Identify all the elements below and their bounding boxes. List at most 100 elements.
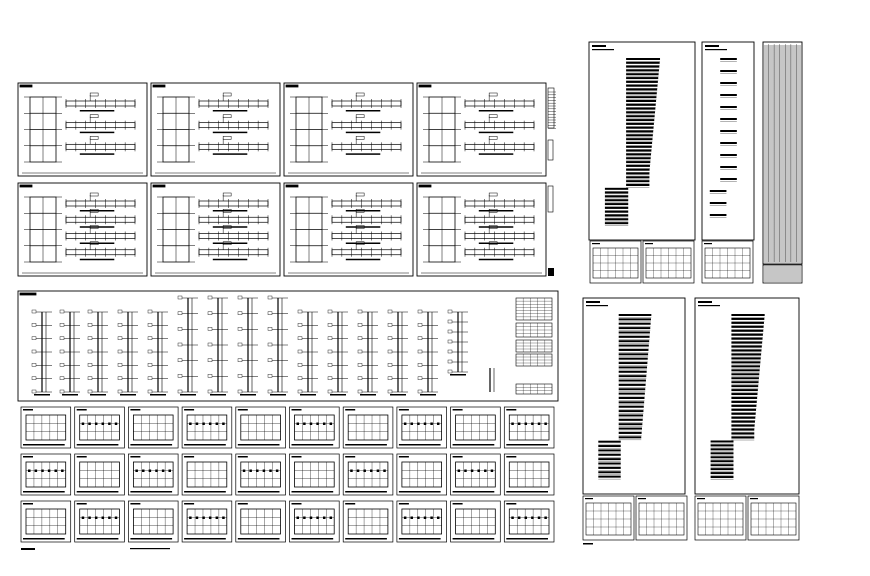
- beam-caption: [345, 110, 381, 112]
- beam-caption: [345, 153, 381, 155]
- schedule-row: [731, 381, 759, 384]
- plan-outline: [79, 461, 120, 488]
- section-caption: [300, 394, 316, 396]
- legend-table: [515, 297, 553, 321]
- column-mark: [470, 469, 474, 472]
- beam-caption: [79, 242, 115, 244]
- plan-tile-2-9: [450, 453, 501, 496]
- wall-section-column-9: [267, 295, 288, 396]
- callout-tag: [355, 192, 365, 197]
- plan-outline: [186, 461, 228, 488]
- schedule-row: [604, 195, 629, 198]
- plan-caption: [237, 491, 280, 493]
- schedule-row: [618, 318, 651, 321]
- schedule-row: [731, 361, 761, 364]
- column-mark: [215, 516, 219, 519]
- schedule-row: [731, 349, 762, 352]
- section-tag: [177, 342, 183, 347]
- beam-strip: [331, 241, 402, 261]
- beam-strip: [198, 192, 269, 212]
- plan-title: [398, 456, 409, 458]
- section-tag: [147, 376, 153, 380]
- plan-title: [291, 456, 302, 458]
- section-tag: [59, 323, 65, 327]
- beam-caption: [478, 242, 514, 244]
- callout-tag: [222, 114, 232, 118]
- schedule-row: [626, 122, 654, 125]
- beam-strip: [198, 225, 269, 244]
- section-tag: [59, 309, 65, 314]
- elevation-sheet-r1-2: [150, 82, 281, 177]
- schedule-row: [626, 130, 654, 133]
- elevation-sheet-r1-3: [283, 82, 414, 177]
- schedule-row: [618, 431, 642, 434]
- schedule-row: [731, 337, 763, 340]
- column-mark: [436, 422, 440, 425]
- schedule-row: [731, 436, 755, 439]
- column-mark: [417, 422, 420, 425]
- column-mark: [457, 469, 461, 472]
- plan-grid: [20, 406, 555, 550]
- plan-title: [23, 409, 33, 411]
- plan-title: [23, 503, 33, 505]
- callout-tag: [355, 114, 365, 118]
- schedule-row: [731, 369, 760, 372]
- schedule-row: [731, 341, 763, 344]
- plan-caption: [130, 491, 173, 493]
- column-mark: [403, 516, 407, 519]
- schedule-row: [731, 393, 758, 396]
- schedule-row: [731, 420, 755, 423]
- schedule-row: [618, 362, 648, 365]
- section-tag: [297, 309, 303, 314]
- plan-border: [289, 453, 340, 496]
- section-tag: [237, 295, 243, 300]
- plan-outline: [132, 508, 174, 535]
- schedule-row: [731, 428, 755, 431]
- plan-tile-1-1: [20, 406, 72, 449]
- schedule-row: [618, 322, 651, 325]
- detail-strip-top: [547, 87, 555, 129]
- section-tag: [267, 311, 273, 315]
- building-elevation: [423, 196, 461, 263]
- schedule-title: [698, 301, 712, 303]
- plan-caption: [23, 444, 65, 446]
- plan-border: [342, 453, 394, 496]
- building-elevation: [290, 96, 328, 163]
- plan-border: [450, 453, 501, 496]
- legend-table: [515, 383, 553, 395]
- schedule-row: [731, 317, 765, 320]
- plan-title: [506, 503, 517, 505]
- schedule-row: [720, 58, 737, 60]
- wall-section-column-5: [147, 309, 168, 396]
- plan-outline: [401, 461, 442, 488]
- elevation-sheet-r2-4: [416, 182, 547, 277]
- beam-strip: [198, 209, 269, 228]
- panel-title: [704, 243, 712, 245]
- plan-title: [237, 409, 248, 411]
- schedule-row: [626, 153, 652, 156]
- column-mark: [296, 516, 299, 519]
- section-tag: [59, 389, 65, 394]
- panel-border: [694, 495, 747, 541]
- column-mark: [322, 516, 326, 519]
- column-mark: [242, 469, 246, 472]
- section-caption: [90, 394, 106, 396]
- section-tag: [267, 358, 273, 362]
- section-tag: [417, 349, 423, 354]
- detail-strip: [547, 87, 556, 276]
- column-mark: [135, 469, 138, 472]
- column-mark: [383, 469, 386, 472]
- plan-title: [23, 456, 33, 458]
- column-mark: [81, 516, 85, 519]
- plan-outline: [455, 414, 496, 441]
- plan-caption: [23, 538, 65, 540]
- schedule-panel-6: [694, 495, 747, 541]
- beam-caption: [212, 210, 248, 212]
- column-mark: [316, 516, 319, 519]
- column-mark: [222, 516, 225, 519]
- schedule-border: [694, 297, 800, 495]
- panel-title: [750, 498, 758, 500]
- section-tag: [31, 349, 37, 354]
- schedule-row: [626, 164, 650, 167]
- schedule-row: [626, 168, 650, 171]
